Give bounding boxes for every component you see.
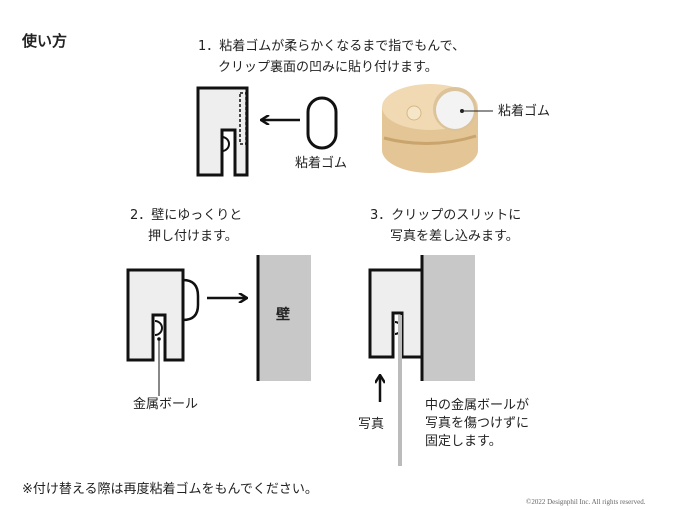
wall-label: 壁	[276, 307, 290, 323]
oval-label: 粘着ゴム	[295, 156, 348, 171]
clip-side-diagram	[126, 268, 200, 396]
note-line3: 固定します。	[425, 434, 502, 449]
step3-line2: 写真を差し込みます。	[390, 229, 519, 244]
clip-back-diagram	[196, 86, 249, 177]
recess-outline	[239, 92, 247, 145]
ball-label: 金属ボール	[133, 397, 199, 412]
note-line1: 中の金属ボールが	[425, 398, 530, 413]
photo-gum-label: 粘着ゴム	[498, 104, 551, 119]
footer-note: ※付け替える際は再度粘着ゴムをもんでください。	[22, 482, 318, 497]
copyright: ©2022 Designphil Inc. All rights reserve…	[526, 498, 646, 506]
wooden-clip-photo	[382, 84, 493, 173]
wall	[259, 255, 311, 381]
step2-line1: 2．壁にゆっくりと	[130, 208, 243, 223]
note-line2: 写真を傷つけずに	[425, 416, 530, 431]
photo-label: 写真	[358, 417, 385, 432]
wall-2	[423, 255, 475, 381]
step1-line2: クリップ裏面の凹みに貼り付けます。	[218, 60, 438, 75]
step1-line1: 1．粘着ゴムが柔らかくなるまで指でもんで、	[198, 39, 466, 54]
step3-line1: 3．クリップのスリットに	[370, 208, 522, 223]
clip-mounted-diagram	[368, 268, 424, 359]
adhesive-gum-oval	[306, 96, 338, 150]
page-title: 使い方	[22, 32, 68, 50]
step2-line2: 押し付けます。	[148, 229, 238, 244]
